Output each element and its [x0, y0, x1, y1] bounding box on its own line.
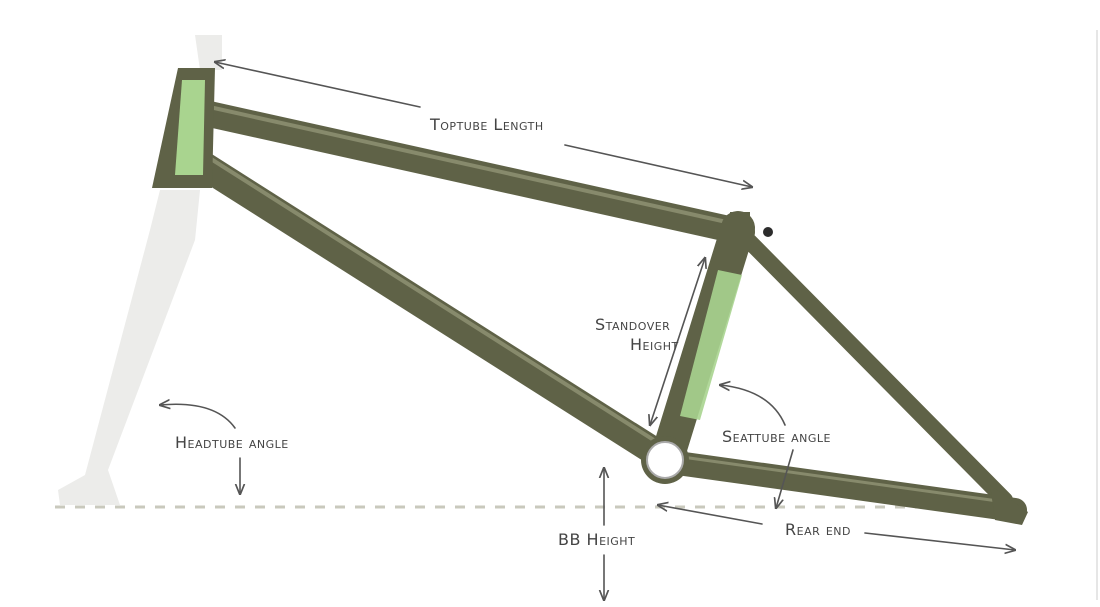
seattube-curve-arrow [720, 385, 786, 426]
standover-arrow [650, 258, 705, 425]
headtube-curve-arrow [160, 404, 236, 429]
label-standover-line1: Standover [595, 315, 670, 334]
label-bb-height: BB Height [558, 530, 635, 549]
toptube-arrow-left [215, 62, 421, 108]
chain-stay [658, 450, 1027, 522]
seat-stay [740, 232, 1013, 508]
label-standover-line2: Height [630, 335, 679, 354]
label-rear-end: Rear end [785, 520, 851, 539]
head-tube-graphic [175, 80, 205, 175]
label-toptube-length: Toptube Length [429, 115, 544, 134]
label-seattube-angle: Seattube angle [722, 427, 831, 446]
bike-frame [152, 68, 1028, 525]
label-headtube-angle: Headtube angle [175, 433, 289, 452]
seattube-down-arrow [776, 449, 794, 508]
rear-end-arrow-left [658, 505, 763, 525]
rear-end-arrow-right [864, 532, 1015, 550]
down-tube [181, 146, 674, 469]
rear-dropout [990, 485, 1028, 525]
annotations [160, 62, 1015, 600]
seat-bolt [763, 227, 773, 237]
seat-clamp [730, 212, 750, 242]
top-tube [187, 99, 755, 245]
toptube-arrow-right [564, 144, 752, 187]
